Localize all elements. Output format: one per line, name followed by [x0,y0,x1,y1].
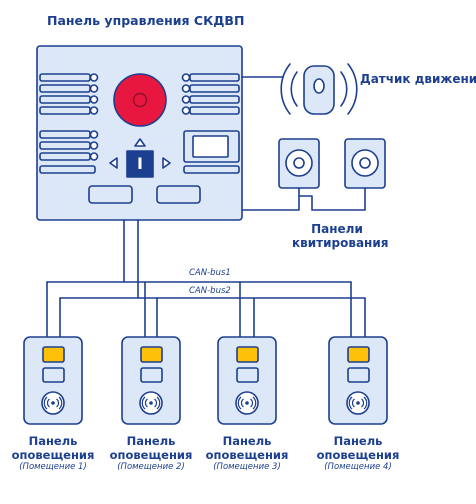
notification-panel-title-line2: оповещения [205,448,289,462]
rfid-wave [240,398,244,408]
rfid-wave [348,396,353,410]
status-indicator [140,367,163,383]
status-indicator [42,367,65,383]
rfid-wave [144,398,148,408]
alarm-indicator-light [236,346,259,363]
notification-panel-title-line1: Панель [28,434,78,448]
can-bus2-label: CAN-bus2 [189,286,231,296]
status-indicator [347,367,370,383]
rfid-center-dot [51,401,55,405]
bottom-button-left[interactable] [88,185,133,204]
rfid-wave [156,396,161,410]
display-screen [192,135,229,158]
can-bus-wiring [46,219,366,338]
notification-panel [23,336,83,425]
ack-panels-label-line1: Панели [311,222,363,236]
alarm-button-center [132,92,148,108]
rfid-wave [141,396,146,410]
notification-panel [217,336,277,425]
rfid-wave [43,396,48,410]
rfid-wave [58,396,63,410]
control-panel [36,45,243,221]
ack-connection-1 [241,187,300,211]
notification-panel-room: (Помещение 2) [117,462,185,472]
notification-panel [328,336,388,425]
rfid-wave [252,396,257,410]
rfid-wave [154,398,158,408]
arrow-left-icon[interactable] [109,157,118,169]
ack-panel-1 [278,138,320,189]
ack-panels-label: Панели квитирования [292,222,389,250]
notification-panel-title-line2: оповещения [11,448,95,462]
ack-panels-label-line2: квитирования [292,236,389,250]
notification-panel-room: (Помещение 3) [213,462,281,472]
alarm-button[interactable] [113,73,167,127]
ack-panel-2 [344,138,386,189]
motion-sensor [280,63,358,115]
alarm-indicator-light [140,346,163,363]
page-title: Панель управления СКДВП [47,13,245,28]
center-button-label: I [137,154,143,173]
right-indicator-group [181,73,240,174]
notification-panel-title-line2: оповещения [109,448,193,462]
rfid-center-dot [245,401,249,405]
rfid-wave [46,398,50,408]
rfid-wave [250,398,254,408]
notification-panel-room: (Помещение 1) [19,462,87,472]
alarm-indicator-light [347,346,370,363]
notification-panel [121,336,181,425]
rfid-wave [361,398,365,408]
arrow-up-icon[interactable] [134,138,146,147]
center-button[interactable] [126,150,154,178]
left-indicator-group-bottom [39,130,99,174]
rfid-wave [363,396,368,410]
left-indicator-group-top [39,73,99,115]
can-bus1-label: CAN-bus1 [189,268,231,278]
motion-sensor-label: Датчик движения [360,72,476,86]
motion-sensor-lens [313,78,325,94]
status-indicator [236,367,259,383]
alarm-indicator-light [42,346,65,363]
notification-panel-room: (Помещение 4) [324,462,392,472]
rfid-wave [56,398,60,408]
arrow-right-icon[interactable] [162,157,171,169]
rfid-wave [237,396,242,410]
ack-connection-2 [298,187,366,211]
notification-panel-title-line1: Панель [222,434,272,448]
rfid-center-dot [149,401,153,405]
bottom-button-right[interactable] [156,185,201,204]
notification-panel-title-line1: Панель [126,434,176,448]
motion-waves-icon [280,63,358,115]
notification-panel-title-line2: оповещения [316,448,400,462]
notification-panel-title-line1: Панель [333,434,383,448]
rfid-center-dot [356,401,360,405]
rfid-wave [351,398,355,408]
